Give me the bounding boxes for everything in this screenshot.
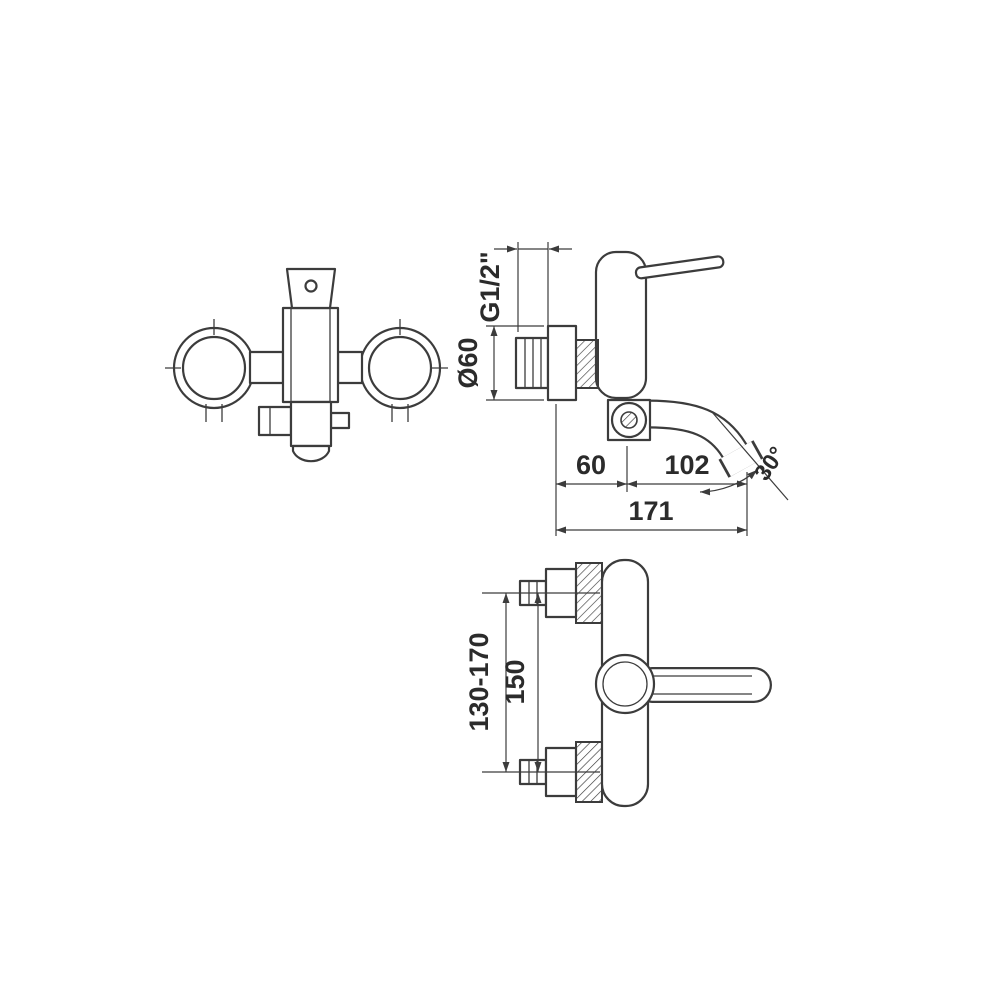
dim-center-range: 130-170: [464, 632, 494, 731]
lever-handle: [634, 255, 725, 280]
escutcheon-side: [546, 324, 578, 402]
cartridge-circle-outer: [594, 653, 656, 715]
left-arm: [248, 350, 285, 385]
dim-thread-size: G1/2": [475, 251, 505, 322]
dimension-escutcheon-diameter: Ø60: [453, 325, 544, 401]
spout-side-inner: [647, 401, 752, 469]
valve-cap-inner: [620, 411, 638, 429]
right-arm: [336, 350, 364, 385]
angle-reference-line: [711, 411, 789, 501]
union-nut: [575, 339, 599, 389]
side-tab: [329, 411, 351, 430]
mixer-body-front: [281, 306, 340, 404]
thread-nipple: [514, 336, 550, 390]
spout-outlet-front: [289, 400, 333, 448]
cartridge-circle-inner: [602, 661, 648, 707]
dim-escutcheon-diameter: Ø60: [453, 337, 483, 388]
dim-spout-reach: 102: [664, 450, 709, 480]
thread-lines: [524, 338, 542, 388]
angle-arc: [699, 469, 758, 496]
dimension-vertical: 130-170 150: [464, 592, 600, 773]
thread-extension-lines: [517, 242, 549, 332]
dim-wall-offset: 60: [576, 450, 606, 480]
handle-base-front: [285, 267, 337, 310]
mixer-body-panel-lines: [290, 308, 331, 402]
front-view: [165, 267, 448, 463]
dim-total-length: 171: [628, 496, 673, 526]
right-escutcheon-inner: [367, 335, 433, 401]
mixer-body-side: [594, 250, 648, 400]
left-escutcheon-inner: [181, 335, 247, 401]
dim-center-distance: 150: [500, 659, 530, 704]
side-view: [514, 250, 764, 478]
left-escutcheon-ticks: [165, 319, 223, 422]
aerator-inner: [720, 441, 762, 477]
spout-outlet-cap: [291, 444, 331, 463]
right-escutcheon-ticks: [391, 319, 448, 422]
right-escutcheon-outer: [358, 326, 442, 410]
diverter-knob: [257, 405, 293, 437]
top-view: [518, 558, 772, 808]
spout-top-lines: [650, 675, 752, 695]
handle-screw: [304, 279, 318, 293]
dimension-thread: G1/2": [475, 242, 572, 332]
left-escutcheon-outer: [172, 326, 256, 410]
